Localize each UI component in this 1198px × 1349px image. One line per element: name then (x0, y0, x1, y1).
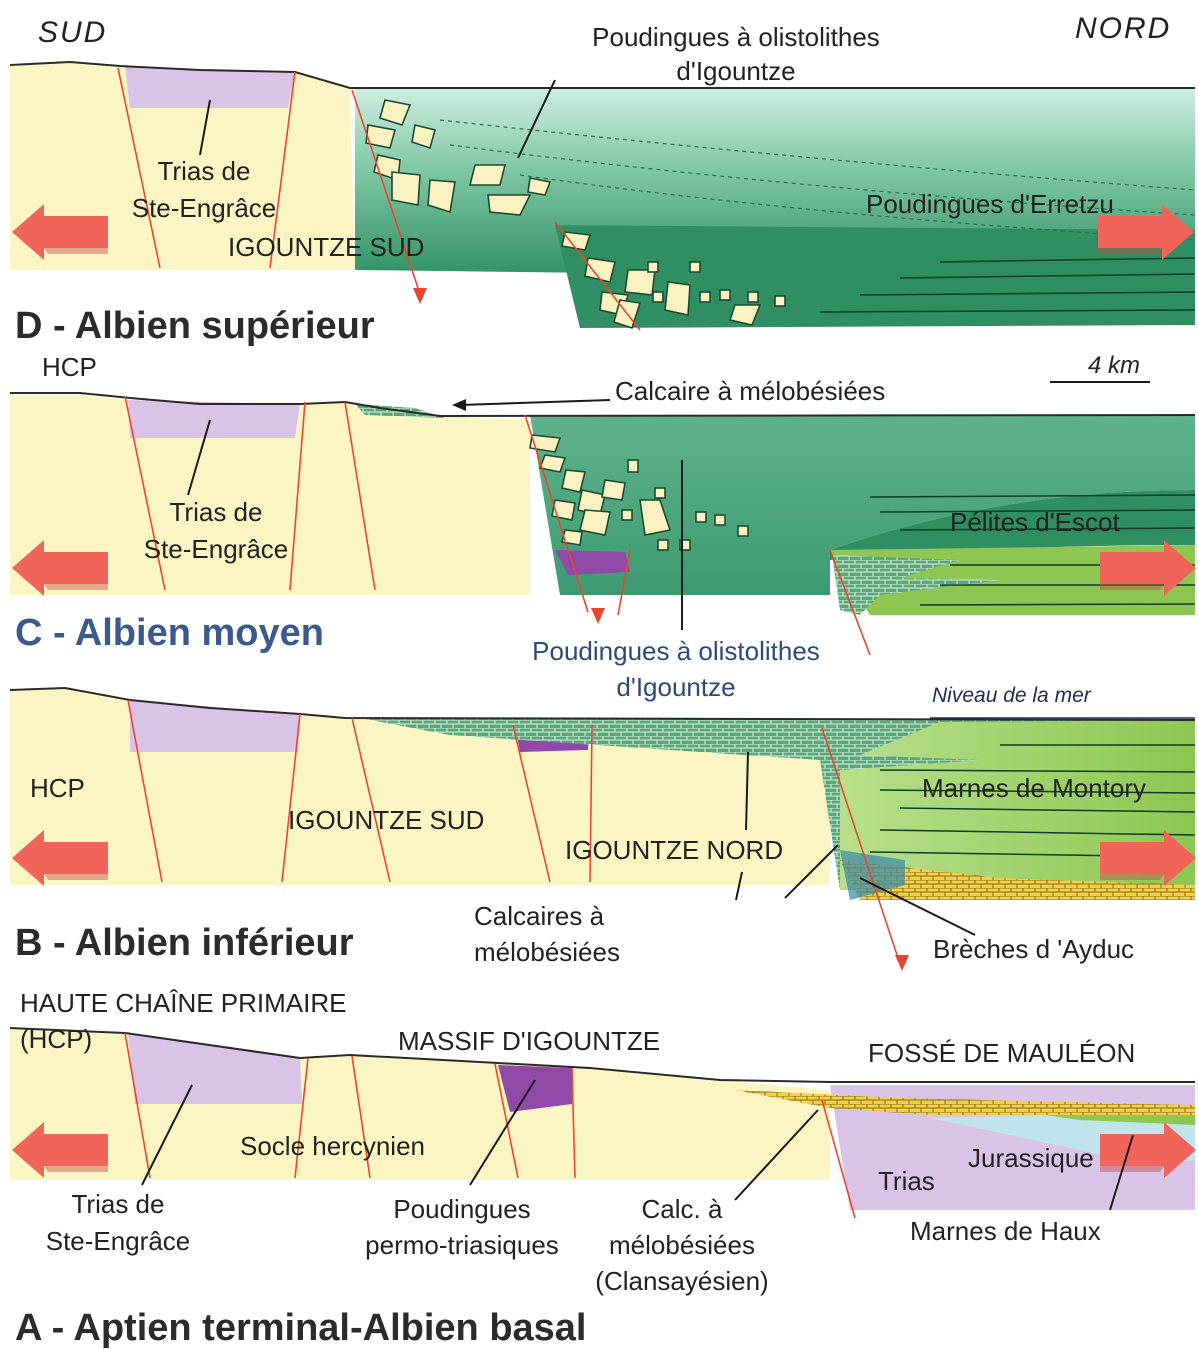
olistoliths-label-c-line1: Poudingues à olistolithes (532, 636, 820, 666)
calcaire-label-c: Calcaire à mélobésiées (615, 376, 885, 406)
haux-label: Marnes de Haux (910, 1216, 1101, 1246)
panel-a-title: A - Aptien terminal-Albien basal (15, 1307, 586, 1349)
panel-b-title: B - Albien inférieur (15, 922, 354, 964)
permo-trias-a (498, 1065, 572, 1112)
calc-label-a-line1: Calc. à (642, 1194, 723, 1224)
panel-a: HAUTE CHAÎNE PRIMAIRE (HCP) MASSIF D'IGO… (10, 988, 1196, 1349)
fault-arrow-d (413, 288, 427, 304)
trias-label-c-line2: Ste-Engrâce (144, 534, 289, 564)
olistoliths-label-d-line2: d'Igountze (676, 56, 795, 86)
calc-label-a-line3: (Clansayésien) (595, 1266, 768, 1296)
trias-label-d-line2: Ste-Engrâce (132, 193, 277, 223)
panel-c: HCP 4 km Calcaire à mélobésiées Trias de… (10, 352, 1196, 702)
fault-arrow-c (591, 608, 605, 624)
erretzu-label: Poudingues d'Erretzu (866, 189, 1114, 219)
poudingues-label-a-line1: Poudingues (393, 1194, 530, 1224)
trias-label-d-line1: Trias de (158, 156, 251, 186)
trias-label-a-line2: Ste-Engrâce (46, 1226, 191, 1256)
sud-label: SUD (38, 16, 107, 49)
nord-label: NORD (1075, 12, 1171, 45)
panel-d-title: D - Albien supérieur (15, 305, 375, 347)
trias-a (128, 1033, 302, 1104)
panel-c-title: C - Albien moyen (15, 612, 324, 654)
fosse-label: FOSSÉ DE MAULÉON (868, 1038, 1135, 1068)
socle-label: Socle hercynien (240, 1131, 425, 1161)
poudingues-label-a-line2: permo-triasiques (365, 1230, 559, 1260)
trias-dark-c (555, 550, 630, 575)
jurassique-label: Jurassique (968, 1143, 1094, 1173)
panel-b: Niveau de la mer HCP IGOUNTZE SUD IGOUNT… (10, 684, 1196, 971)
panel-d: SUD NORD Poudingues à olistolithes d'Igo… (10, 12, 1195, 347)
hcp-label-a-line2: (HCP) (20, 1024, 92, 1054)
ayduc-label: Brèches d 'Ayduc (933, 934, 1134, 964)
calcaires-label-b-line2: mélobésiées (474, 937, 620, 967)
trias-c (128, 400, 300, 438)
montory-label: Marnes de Montory (922, 773, 1146, 803)
igountze-nord-label: IGOUNTZE NORD (565, 835, 783, 865)
scale-label: 4 km (1088, 352, 1140, 379)
calcaires-label-b-line1: Calcaires à (474, 901, 605, 931)
fault-arrow-b (895, 955, 909, 971)
igountze-sud-label-b: IGOUNTZE SUD (288, 805, 484, 835)
sea-level-label: Niveau de la mer (932, 684, 1092, 707)
hcp-label-c: HCP (42, 352, 97, 382)
hcp-label-a-line1: HAUTE CHAÎNE PRIMAIRE (20, 988, 347, 1018)
hcp-label-b: HCP (30, 773, 85, 803)
olistoliths-label-c-line2: d'Igountze (616, 672, 735, 702)
calc-label-a-line2: mélobésiées (609, 1230, 755, 1260)
olistoliths-label-d-line1: Poudingues à olistolithes (592, 22, 880, 52)
pelites-label: Pélites d'Escot (950, 507, 1120, 537)
igountze-sud-label-d: IGOUNTZE SUD (228, 232, 424, 262)
massif-label: MASSIF D'IGOUNTZE (398, 1026, 660, 1056)
trias-mauleon-label: Trias (878, 1166, 935, 1196)
trias-label-c-line1: Trias de (170, 497, 263, 527)
trias-label-a-line1: Trias de (72, 1189, 165, 1219)
